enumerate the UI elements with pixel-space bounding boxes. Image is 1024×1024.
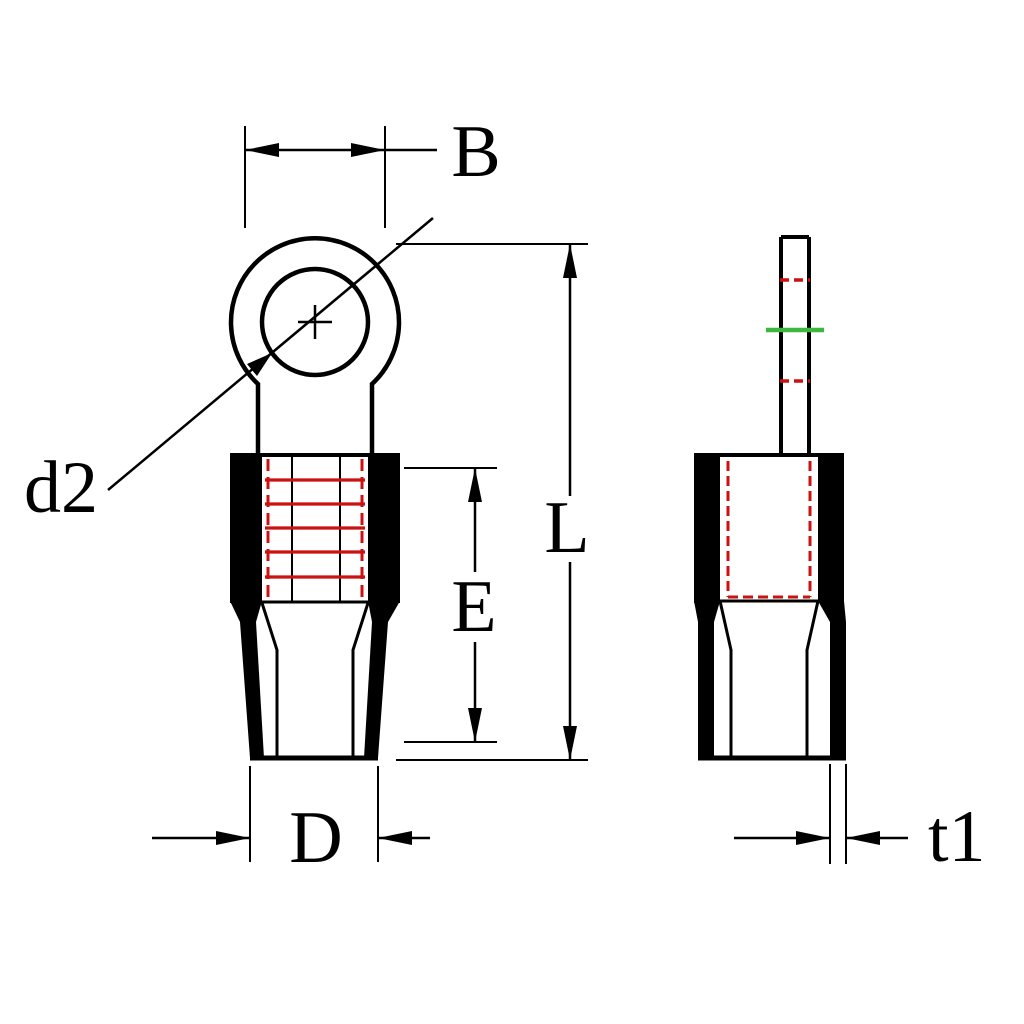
l-label: L (544, 487, 589, 569)
side-sleeve-left-shoulder (694, 601, 720, 622)
d2-arrowhead (247, 353, 272, 376)
e-arrowhead-top (468, 468, 482, 502)
side-sleeve-right-shoulder (818, 601, 846, 622)
e-label: E (451, 566, 496, 648)
dimension-d2: d2 (24, 217, 434, 529)
t1-arrowhead-left (796, 831, 830, 845)
wire-crimp-barrel (230, 453, 400, 604)
dimension-b: B (244, 111, 501, 228)
dimension-l: L (396, 243, 590, 761)
ring-head (228, 236, 402, 455)
b-arrowhead-right (351, 143, 385, 157)
b-arrowhead-left (245, 143, 279, 157)
d-label: D (289, 797, 342, 879)
tongue (766, 235, 824, 455)
d2-label: d2 (24, 447, 98, 529)
side-barrel-left-wall (694, 455, 720, 603)
sleeve-right-funnel-line (351, 602, 370, 757)
side-sleeve-right-funnel-line (805, 600, 820, 757)
side-barrel-right-wall (818, 455, 844, 603)
side-view (694, 235, 846, 761)
sleeve-left-wall (240, 622, 264, 758)
wire-strand-hatch (265, 459, 365, 600)
l-arrowhead-top (563, 244, 577, 278)
d-arrowhead-right (378, 831, 412, 845)
side-sleeve-right-wall (830, 622, 846, 758)
side-wire-crimp-barrel (694, 453, 844, 603)
side-sleeve-left-funnel-line (718, 600, 733, 757)
l-arrowhead-bottom (563, 726, 577, 760)
e-arrowhead-bottom (468, 708, 482, 742)
sleeve-left-funnel-line (260, 602, 279, 757)
side-sleeve-left-wall (698, 622, 714, 758)
tongue-red-marks (780, 278, 810, 383)
t1-label: t1 (928, 796, 986, 878)
dimension-e: E (404, 467, 497, 743)
front-view (228, 236, 402, 761)
t1-arrowhead-right (846, 831, 880, 845)
insulation-sleeve (230, 601, 400, 761)
sleeve-right-shoulder (368, 601, 400, 622)
center-cross (298, 305, 332, 339)
b-label: B (451, 111, 500, 193)
sleeve-right-wall (364, 622, 388, 758)
barrel-right-wall (368, 455, 400, 603)
side-inner-hatch-outline (726, 461, 812, 599)
dimension-d: D (152, 766, 430, 879)
sleeve-left-shoulder (230, 601, 262, 622)
d-arrowhead-left (216, 831, 250, 845)
side-insulation-sleeve (694, 600, 846, 761)
barrel-left-wall (230, 455, 262, 603)
dimension-t1: t1 (734, 764, 986, 878)
